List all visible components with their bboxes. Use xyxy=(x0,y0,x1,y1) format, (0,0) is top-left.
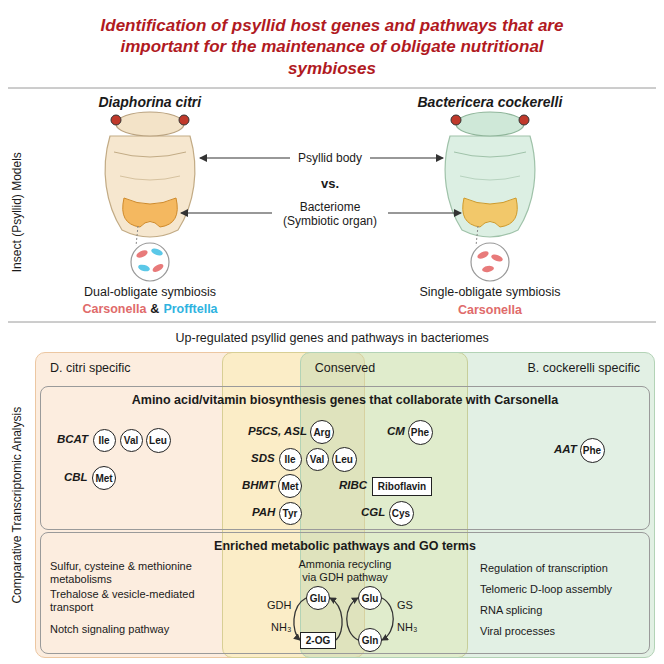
gene-name: CBL xyxy=(64,471,88,485)
gene-name: CM xyxy=(387,425,405,439)
text-label: RNA splicing xyxy=(480,604,542,617)
gene-name: SDS xyxy=(251,452,275,466)
divider-line xyxy=(8,322,656,323)
node-text: 2-OG xyxy=(306,635,330,646)
text-label: GS xyxy=(397,599,413,612)
node-text: Ile xyxy=(98,435,109,446)
symbiont-name: Profftella xyxy=(163,302,217,317)
node-text: Enriched metabolic pathways and GO terms xyxy=(41,533,649,553)
cycle-arrow xyxy=(347,598,358,640)
text-label: Viral processes xyxy=(480,625,555,638)
amino-acid-circle: Tyr xyxy=(279,502,302,525)
node-text: Cys xyxy=(392,508,410,519)
amino-acid-circle: Arg xyxy=(310,420,334,444)
node-text: Met xyxy=(281,481,298,492)
text-label: Trehalose & vesicle-mediated transport xyxy=(50,588,215,614)
node-text: Val xyxy=(310,454,324,465)
text-label: GDH xyxy=(267,599,291,612)
amino-acid-circle: Met xyxy=(92,466,116,490)
gene-name: CGL xyxy=(361,506,385,520)
amino-acid-circle: Val xyxy=(120,429,143,452)
node-text: Amino acid/vitamin biosynthesis genes th… xyxy=(41,387,649,407)
amino-acid-circle: Val xyxy=(306,448,329,471)
text-label: Psyllid body xyxy=(298,151,362,165)
amino-acid-circle: Leu xyxy=(332,447,357,472)
text-label: Telomeric D-loop assembly xyxy=(480,583,612,596)
node-text: Val xyxy=(124,435,138,446)
node-text: Glu xyxy=(310,593,327,604)
b-cockerelli-insect xyxy=(445,112,535,281)
symbiont-name: & xyxy=(150,302,159,317)
gene-name: BHMT xyxy=(242,479,275,493)
symbiont-row: Carsonella&Profftella xyxy=(40,302,260,317)
text-label: Single-obligate symbiosis xyxy=(420,285,561,300)
text-label: vs. xyxy=(321,176,339,192)
amino-acid-circle: Met xyxy=(278,474,302,498)
gene-name: RIBC xyxy=(339,479,367,493)
amino-acid-circle: Ile xyxy=(279,448,302,471)
amino-acid-circle: Phe xyxy=(408,420,433,445)
gene-name: AAT xyxy=(554,443,577,457)
d-citri-insect xyxy=(105,112,195,281)
node-text: Glu xyxy=(362,593,379,604)
node-text: Leu xyxy=(335,454,353,465)
node-text: Tyr xyxy=(283,508,298,519)
metabolite-box: 2-OG xyxy=(300,632,336,649)
text-label: Carsonella xyxy=(458,303,522,318)
text-label: Notch signaling pathway xyxy=(50,623,215,636)
bacteriome xyxy=(123,198,178,227)
text-label: Comparative Transcriptomic Analysis xyxy=(10,407,24,604)
node-text: Leu xyxy=(149,435,167,446)
node-text: Riboflavin xyxy=(378,481,426,492)
text-label: NH₃ xyxy=(397,621,417,634)
symbiont-name: Carsonella xyxy=(82,302,146,317)
amino-acid-circle: Leu xyxy=(146,428,171,453)
text-label: Ammonia recycling via GDH pathway xyxy=(291,558,399,584)
amino-acid-circle: Ile xyxy=(93,429,116,452)
amino-acid-circle: Gln xyxy=(358,628,382,652)
node-text: Ile xyxy=(284,454,295,465)
text-label: Up-regulated psyllid genes and pathways … xyxy=(176,331,489,346)
node-text: Conserved xyxy=(223,353,467,375)
amino-acid-circle: Glu xyxy=(358,586,382,610)
text-label: Sulfur, cysteine & methionine metabolism… xyxy=(50,560,215,586)
gene-name: PAH xyxy=(252,506,275,520)
node-text: Phe xyxy=(411,427,429,438)
node-text: Gln xyxy=(362,635,379,646)
amino-acid-circle: Glu xyxy=(306,586,330,610)
amino-acid-circle: Cys xyxy=(389,501,414,526)
text-label: Regulation of transcription xyxy=(480,562,608,575)
figure-title: Identification of psyllid host genes and… xyxy=(92,15,572,79)
text-label: NH₃ xyxy=(271,621,291,634)
metabolite-box: Riboflavin xyxy=(372,477,432,496)
text-label: Insect (Psyllid) Models xyxy=(10,152,24,272)
text-label: Bacteriome (Symbiotic organ) xyxy=(274,200,386,229)
category-panel: Amino acid/vitamin biosynthesis genes th… xyxy=(40,386,650,530)
text-label: Dual-obligate symbiosis xyxy=(84,285,216,300)
node-text: Met xyxy=(95,473,112,484)
amino-acid-circle: Phe xyxy=(580,438,605,463)
text-label: Diaphorina citri xyxy=(99,94,202,111)
text-label: Bactericera cockerelli xyxy=(418,94,563,111)
gene-name: P5CS, ASL xyxy=(248,425,307,439)
node-text: Phe xyxy=(583,445,601,456)
cycle-arrow xyxy=(382,598,393,640)
bacteriome xyxy=(463,198,518,227)
node-text: Arg xyxy=(313,427,330,438)
divider-line xyxy=(8,88,656,89)
node-text: B. cockerelli specific xyxy=(301,353,654,375)
gene-name: BCAT xyxy=(57,433,88,447)
